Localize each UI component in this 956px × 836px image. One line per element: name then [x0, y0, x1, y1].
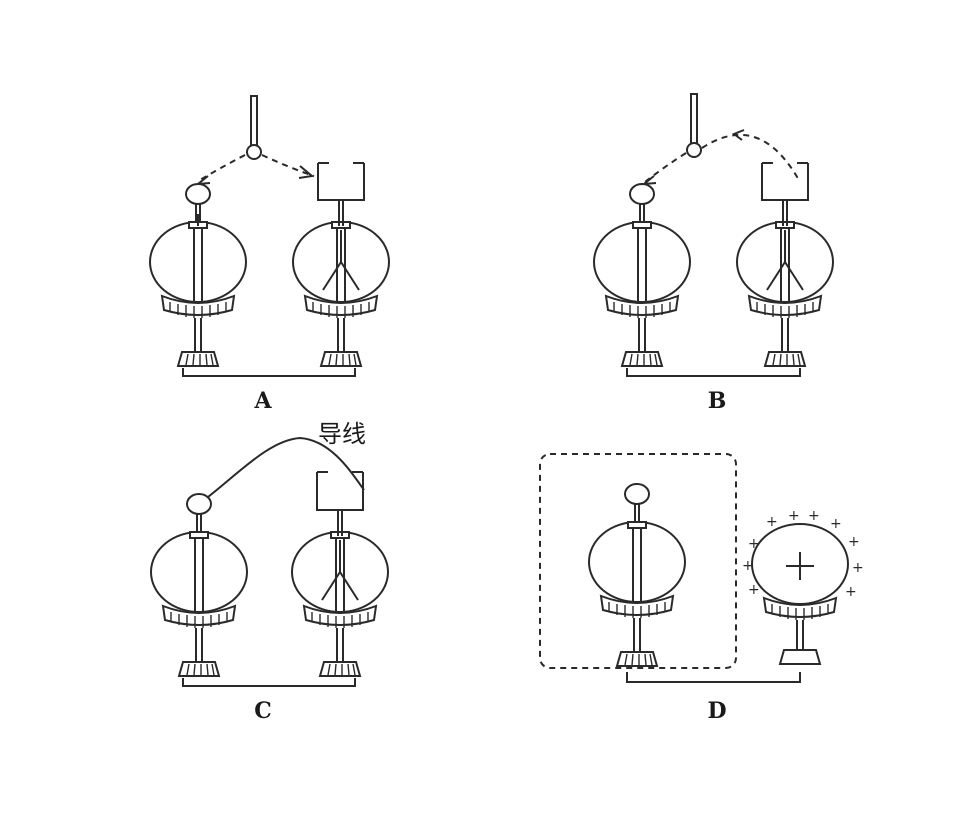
- ball-terminal: [624, 483, 650, 505]
- svg-text:+: +: [748, 582, 760, 598]
- panel-label-d: D: [707, 698, 726, 724]
- surface-charges: + + + + + + + + + +: [742, 508, 864, 600]
- open-leaves: [322, 261, 360, 291]
- metal-can: [317, 163, 365, 201]
- ground-connection: [626, 368, 801, 377]
- panel-d: + + + + + + + + + + D: [539, 453, 864, 724]
- panel-a: A: [149, 95, 390, 414]
- panel-label-b: B: [708, 388, 727, 414]
- svg-text:+: +: [742, 558, 754, 574]
- electroscope-a-right: [292, 162, 390, 367]
- wire-label: 导线: [318, 420, 366, 448]
- conducting-wire: [207, 436, 365, 498]
- panel-label-c: C: [254, 698, 272, 724]
- metal-can: [316, 472, 364, 511]
- charged-conductor: + + + + + + + + + +: [742, 508, 864, 665]
- svg-text:+: +: [848, 534, 860, 550]
- ball-terminal: [629, 183, 655, 205]
- ground-connection: [626, 672, 801, 683]
- panel-label-a: A: [253, 388, 272, 414]
- svg-text:+: +: [852, 560, 864, 576]
- panel-c: 导线 C: [150, 420, 389, 724]
- panel-b: B: [593, 93, 834, 414]
- transfer-path-right: [701, 133, 801, 183]
- ground-connection: [182, 368, 356, 377]
- transfer-path-left: [199, 154, 246, 181]
- proof-plane-b: [686, 93, 702, 158]
- svg-text:+: +: [748, 536, 760, 552]
- electroscope-b-right: [736, 162, 834, 367]
- open-leaves: [321, 571, 359, 601]
- ground-connection: [182, 678, 356, 687]
- metal-can: [761, 163, 809, 201]
- proof-plane-a: [246, 95, 262, 160]
- svg-text:+: +: [845, 584, 857, 600]
- svg-text:+: +: [808, 508, 820, 524]
- ball-terminal: [186, 493, 212, 515]
- electroscope-a-left: [149, 183, 247, 367]
- svg-text:+: +: [830, 516, 842, 532]
- open-leaves: [766, 261, 804, 291]
- transfer-path-right: [261, 154, 315, 177]
- electroscope-c-right: [291, 471, 389, 677]
- ball-terminal: [185, 183, 211, 205]
- electroscope-b-left: [593, 183, 691, 367]
- electroscope-d-left: [588, 483, 686, 667]
- electroscope-c-left: [150, 493, 248, 677]
- svg-text:+: +: [766, 514, 778, 530]
- svg-text:+: +: [788, 508, 800, 524]
- shield-enclosure: [539, 453, 737, 669]
